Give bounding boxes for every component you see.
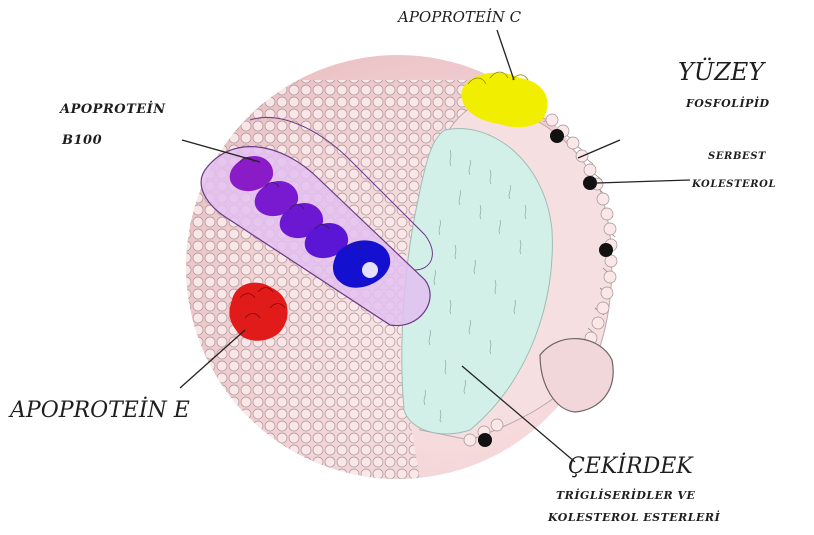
label-apoprotein-b100-line2: B100 <box>62 134 102 147</box>
label-trigliseridler: TRİGLİSERİDLER VE <box>556 490 695 501</box>
label-apoprotein-b100-line1: APOPROTEİN <box>60 103 166 116</box>
label-yuzey: YÜZEY <box>678 60 764 84</box>
label-fosfolipid: FOSFOLİPİD <box>686 98 770 109</box>
label-kolesterol-esterleri: KOLESTEROL ESTERLERİ <box>548 512 720 523</box>
label-kolesterol: KOLESTEROL <box>692 180 776 190</box>
label-apoprotein-e: APOPROTEİN E <box>10 400 190 422</box>
label-apoprotein-c: APOPROTEİN C <box>398 10 521 25</box>
label-serbest: SERBEST <box>708 152 766 162</box>
label-cekirdek: ÇEKİRDEK <box>568 456 693 478</box>
